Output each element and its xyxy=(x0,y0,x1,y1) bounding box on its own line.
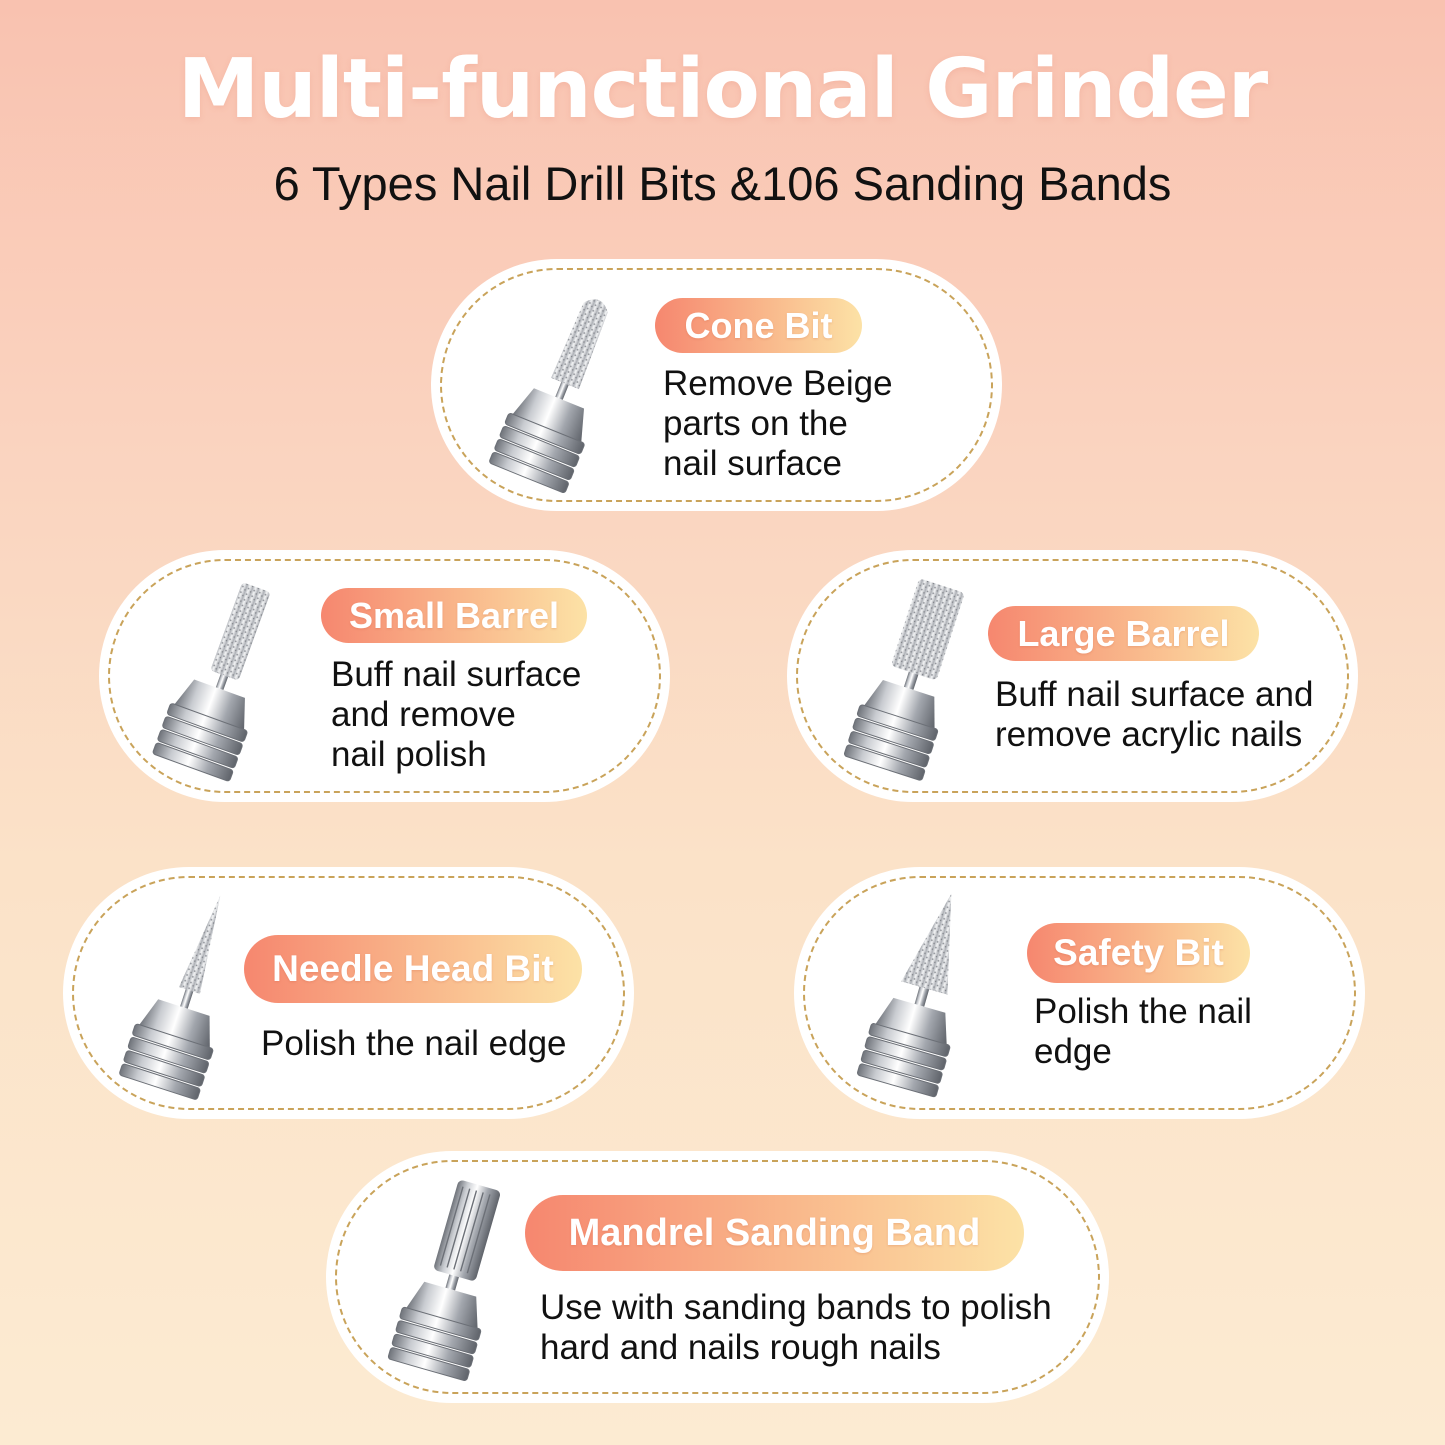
needle-head-bit-icon xyxy=(119,895,221,1100)
bit-name-badge: Mandrel Sanding Band xyxy=(525,1195,1024,1271)
bit-name-badge: Needle Head Bit xyxy=(244,935,582,1003)
safety-bit-icon xyxy=(857,893,952,1098)
small-barrel-bit-icon xyxy=(152,583,270,782)
bit-name-badge: Small Barrel xyxy=(321,588,587,643)
bit-description: Buff nail surface and remove nail polish xyxy=(331,655,582,774)
cone-bit-icon xyxy=(489,299,608,494)
bit-card-needle-head: Needle Head Bit Polish the nail edge xyxy=(72,876,625,1110)
bit-name-badge: Cone Bit xyxy=(655,298,862,353)
bit-card-mandrel: Mandrel Sanding Band Use with sanding ba… xyxy=(335,1160,1100,1394)
bit-description: Polish the nail edge xyxy=(261,1024,567,1063)
bit-name-badge: Safety Bit xyxy=(1027,923,1250,983)
bit-name-badge: Large Barrel xyxy=(988,606,1259,661)
bit-card-safety: Safety Bit Polish the nail edge xyxy=(803,876,1356,1110)
page-title: Multi-functional Grinder xyxy=(177,42,1268,137)
bit-description: Remove Beige parts on the nail surface xyxy=(663,364,893,483)
bit-card-cone: Cone Bit Remove Beige parts on the nail … xyxy=(440,268,993,502)
page-subtitle: 6 Types Nail Drill Bits &106 Sanding Ban… xyxy=(273,157,1172,210)
mandrel-bit-icon xyxy=(387,1180,501,1381)
bit-card-small-barrel: Small Barrel Buff nail surface and remov… xyxy=(108,559,661,793)
bit-card-large-barrel: Large Barrel Buff nail surface and remov… xyxy=(796,559,1349,793)
bit-description: Use with sanding bands to polish hard an… xyxy=(540,1288,1052,1367)
large-barrel-bit-icon xyxy=(843,579,964,781)
bit-description: Buff nail surface and remove acrylic nai… xyxy=(995,675,1314,754)
bit-description: Polish the nail edge xyxy=(1034,992,1252,1071)
